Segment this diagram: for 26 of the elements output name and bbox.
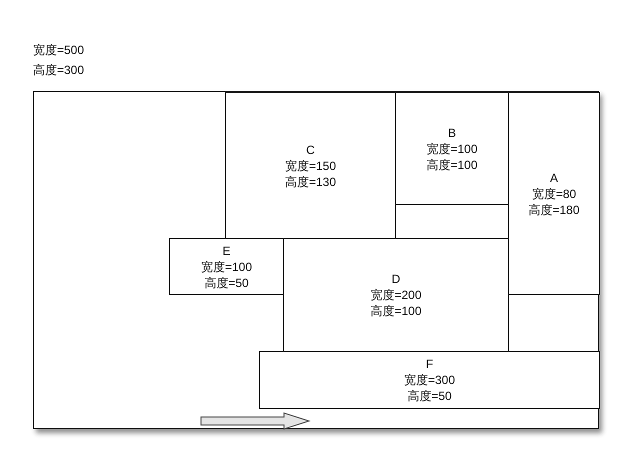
- dimension-text: 宽度=100: [426, 140, 478, 156]
- dimension-text: 高度=300: [33, 62, 84, 78]
- box-label: B: [448, 124, 456, 140]
- dimension-text: 宽度=100: [200, 258, 252, 274]
- dimension-text: 宽度=80: [532, 186, 576, 202]
- box-label: F: [426, 356, 434, 372]
- dimension-text: 宽度=500: [33, 42, 84, 58]
- dimension-text: 宽度=150: [284, 158, 336, 174]
- rectangle-box: [169, 238, 284, 295]
- dimension-text: 宽度=300: [404, 372, 456, 388]
- dimension-text: 高度=100: [426, 156, 478, 172]
- rectangle-box: [225, 92, 396, 239]
- dimension-text: 高度=180: [528, 202, 580, 218]
- rectangle-box: [283, 238, 509, 352]
- box-label: C: [306, 142, 315, 158]
- rectangle-box: [395, 92, 509, 205]
- dimension-text: 高度=100: [370, 303, 422, 319]
- rectangle-box: [508, 92, 600, 295]
- dimension-text: 宽度=200: [370, 287, 422, 303]
- dimension-text: 高度=130: [284, 174, 336, 190]
- box-label: D: [392, 271, 400, 287]
- box-label: A: [550, 170, 558, 186]
- rectangle-box: [259, 351, 600, 409]
- dimension-text: 高度=50: [204, 274, 249, 290]
- box-label: E: [222, 242, 230, 258]
- dimension-text: 高度=50: [407, 388, 452, 404]
